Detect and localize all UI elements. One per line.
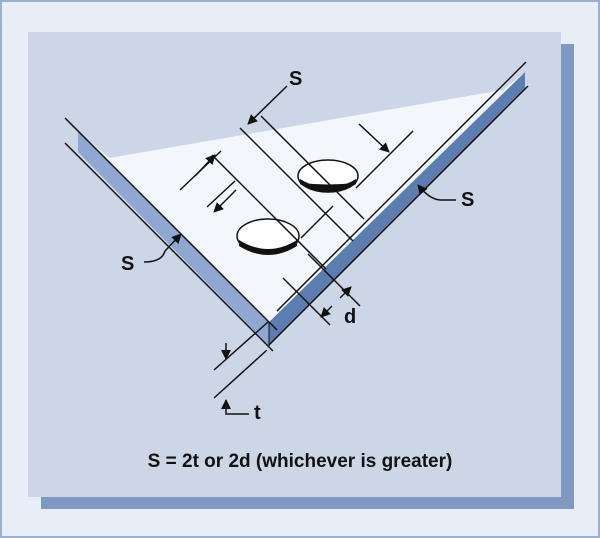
label-s-right: S	[461, 189, 474, 211]
label-t: t	[254, 402, 261, 424]
hole-lower	[236, 218, 300, 255]
extension-lines	[64, 61, 529, 399]
formula-text: S = 2t or 2d (whichever is greater)	[148, 451, 453, 472]
hole-upper	[297, 159, 359, 193]
label-d: d	[344, 306, 356, 328]
label-s-top: S	[289, 68, 302, 90]
plate-top-far	[110, 90, 503, 322]
label-s-left: S	[121, 253, 134, 275]
plate-edge-right	[269, 72, 525, 346]
arrows	[143, 85, 456, 415]
